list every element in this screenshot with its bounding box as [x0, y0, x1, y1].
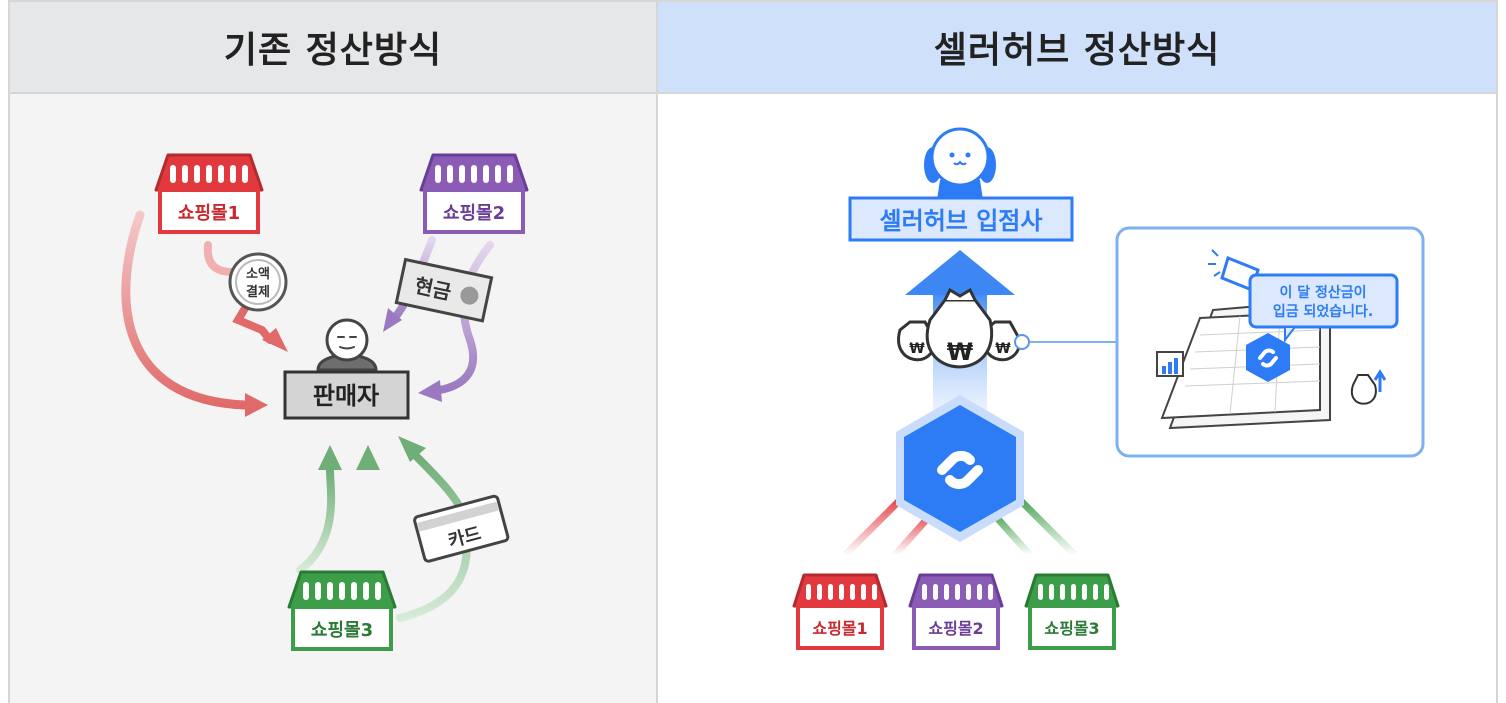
shop2-store-icon — [419, 153, 529, 234]
legacy-panel-title: 기존 정산방식 — [10, 2, 656, 94]
shop2-label: 쇼핑몰2 — [443, 203, 505, 224]
money-symbol-right: ₩ — [995, 341, 1011, 357]
right-shop1-label: 쇼핑몰1 — [812, 619, 867, 638]
report-connector-dot — [1014, 334, 1030, 350]
seller-person-icon — [316, 318, 378, 372]
micropayment-line1: 소액 — [246, 267, 270, 282]
seller-label: 판매자 — [313, 382, 379, 410]
bubble-line1: 이 달 정산금이 — [1279, 284, 1366, 301]
mascot-icon — [924, 127, 996, 200]
sellerhub-panel-title: 셀러허브 정산방식 — [658, 2, 1496, 94]
vendor-label: 셀러허브 입점사 — [880, 207, 1043, 235]
notification-bubble — [1248, 273, 1399, 343]
shop1-arrows — [121, 210, 288, 417]
right-shop3-label: 쇼핑몰3 — [1044, 619, 1099, 638]
shop3-store-icon — [287, 570, 397, 651]
bubble-line2: 입금 되었습니다. — [1273, 304, 1373, 320]
sellerhub-hexagon-logo — [896, 395, 1024, 542]
micropayment-line2: 결제 — [246, 284, 270, 300]
money-bags-icon — [897, 287, 1022, 369]
money-symbol-left: ₩ — [909, 341, 925, 357]
cash-tag: 현금 — [394, 257, 494, 323]
right-shop2-store-icon — [908, 573, 1004, 650]
right-shop1-store-icon — [792, 573, 888, 650]
seller-box — [283, 370, 410, 420]
shop3-label: 쇼핑몰3 — [311, 620, 373, 641]
right-shop3-store-icon — [1024, 573, 1120, 650]
shop1-label: 쇼핑몰1 — [178, 203, 240, 224]
money-symbol-center: ₩ — [947, 338, 974, 366]
bar-chart-icon — [1156, 351, 1184, 377]
sellerhub-mini-logo — [1246, 333, 1290, 382]
right-shop2-label: 쇼핑몰2 — [928, 619, 983, 638]
card-tag: 카드 — [413, 494, 510, 563]
shop1-store-icon — [154, 153, 264, 234]
vendor-box — [848, 196, 1074, 242]
money-bag-up-icon — [1350, 369, 1387, 405]
micropayment-badge — [228, 252, 288, 312]
